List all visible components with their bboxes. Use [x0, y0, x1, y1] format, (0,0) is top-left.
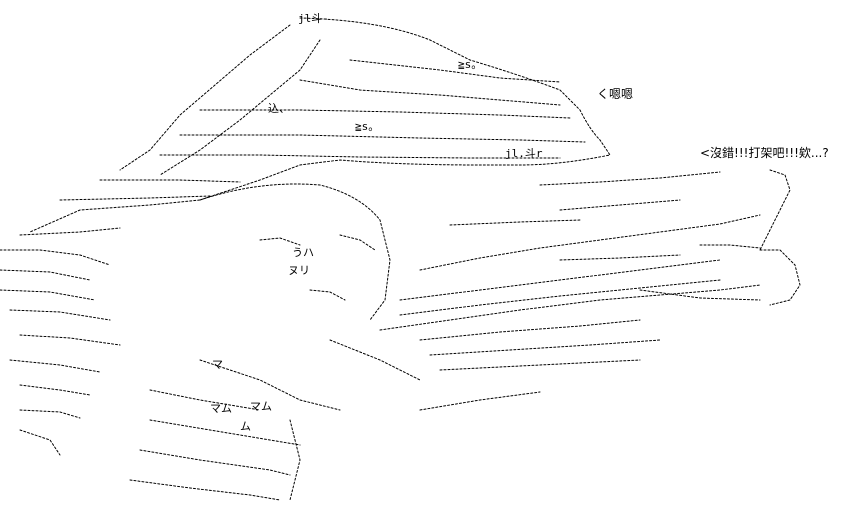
art-label-jl: jl.斗r — [505, 147, 543, 160]
lower-body-5 — [289, 419, 301, 501]
art-label-nuri: ヌリ — [288, 264, 310, 277]
arm-hatch-5 — [439, 359, 641, 371]
hair-strand-9 — [59, 195, 211, 201]
art-label-top: jl斗- — [298, 12, 329, 25]
lower-body-3 — [139, 449, 291, 476]
art-label-ma-1: マ — [212, 358, 223, 371]
art-label-ge-2: ≧s。 — [355, 120, 379, 133]
body-left-2 — [0, 269, 91, 281]
arm-hatch-1 — [399, 259, 721, 301]
sleeve-1 — [329, 339, 421, 381]
body-left-9 — [19, 429, 61, 456]
art-label-ma-2: マム — [210, 402, 232, 415]
art-label-ge-1: ≧s。 — [458, 58, 482, 71]
arm-hatch-3 — [419, 319, 641, 341]
hair-outline — [29, 17, 611, 233]
art-label-kome: 込、 — [268, 102, 290, 115]
speed-line-3 — [449, 219, 581, 226]
face-outline — [199, 183, 391, 321]
speed-line-2 — [559, 199, 681, 211]
speed-line-5 — [419, 391, 541, 411]
hair-strand-4 — [299, 79, 561, 106]
hair-strand-6 — [179, 134, 586, 143]
dialogue-line-1: く嗯嗯 — [597, 87, 634, 101]
speed-line-1 — [539, 171, 721, 186]
hair-strand-2 — [159, 39, 321, 176]
body-left-3 — [0, 289, 96, 301]
arm-hatch-2 — [399, 279, 721, 316]
art-label-ma-4: ム — [240, 420, 251, 433]
dialogue-line-2: <沒錯!!!打架吧!!!欸...? — [700, 146, 829, 160]
eye-left — [259, 237, 301, 246]
hair-strand-5 — [199, 109, 571, 119]
eye-right — [339, 234, 376, 251]
mouth — [309, 289, 346, 301]
body-left-1 — [0, 249, 111, 266]
arm-lower-edge — [379, 284, 761, 331]
sleeve-2 — [199, 359, 341, 411]
hair-strand-10 — [19, 227, 121, 236]
body-left-7 — [19, 384, 91, 396]
body-left-5 — [19, 334, 121, 346]
hair-strand-1 — [119, 24, 291, 171]
lower-body-2 — [149, 419, 301, 446]
speed-line-4 — [559, 254, 681, 261]
hair-strand-7 — [159, 154, 561, 159]
arm-upper-edge — [419, 214, 761, 271]
arm-hatch-4 — [429, 339, 661, 356]
hand-palm — [639, 289, 761, 301]
lower-body-4 — [129, 479, 281, 501]
body-left-6 — [9, 359, 101, 373]
art-label-u: うハ — [292, 246, 314, 259]
hair-strand-3 — [349, 59, 561, 83]
finger-edge — [759, 169, 791, 251]
body-left-4 — [9, 309, 111, 321]
hair-strand-8 — [99, 179, 241, 183]
body-left-8 — [19, 409, 81, 419]
hand-knuckles — [699, 244, 761, 249]
art-label-ma-3: マム — [250, 400, 272, 413]
finger-tip — [759, 249, 801, 306]
lower-body-1 — [149, 389, 261, 411]
